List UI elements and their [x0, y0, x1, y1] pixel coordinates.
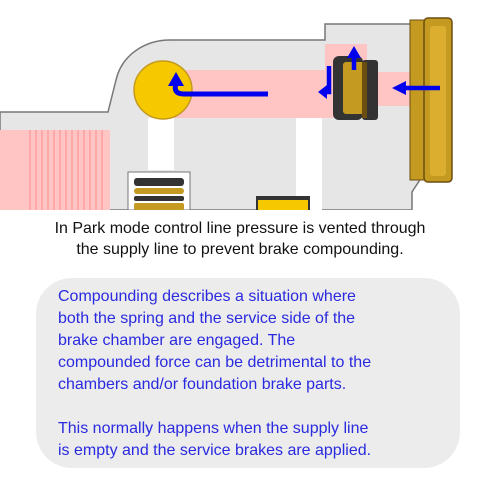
flow-arrows	[168, 46, 440, 99]
note-line: is empty and the service brakes are appl…	[58, 442, 372, 459]
note-line: chambers and/or foundation brake parts.	[58, 376, 347, 393]
threaded-port	[0, 130, 110, 210]
body-cavity	[148, 118, 174, 170]
control-port-circle	[133, 60, 193, 120]
lower-spring	[134, 178, 184, 210]
note-line: brake chamber are engaged. The	[58, 332, 296, 349]
arrowhead-icon	[318, 85, 327, 99]
note-line: compounded force can be detrimental to t…	[58, 354, 372, 371]
check-valve-piston	[333, 56, 378, 120]
note-line: Compounding describes a situation where	[58, 288, 356, 305]
caption-line: the supply line to prevent brake compoun…	[76, 241, 404, 258]
diagram-caption: In Park mode control line pressure is ve…	[0, 218, 480, 260]
paragraph-gap	[58, 396, 468, 418]
note-line: both the spring and the service side of …	[58, 310, 356, 327]
lower-fitting	[256, 196, 310, 210]
note-line: This normally happens when the supply li…	[58, 420, 369, 437]
arrowhead-icon	[347, 46, 361, 58]
valve-diagram	[0, 17, 453, 210]
arrowhead-icon	[392, 81, 406, 95]
supply-fitting	[409, 17, 453, 183]
note-box	[36, 278, 460, 468]
caption-line: In Park mode control line pressure is ve…	[54, 220, 426, 237]
note-text: Compounding describes a situation where …	[58, 286, 468, 462]
body-cavity	[296, 118, 322, 210]
arrowhead-icon	[168, 72, 184, 86]
